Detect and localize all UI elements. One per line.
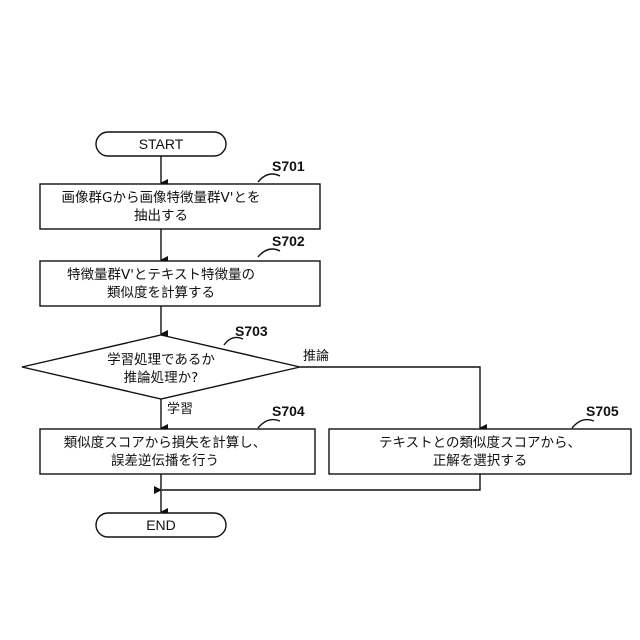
s705-text-line1: テキストとの類似度スコアから、 bbox=[379, 435, 581, 451]
s701-text-line1: 画像群Gから画像特徴量群V'とを bbox=[62, 190, 261, 206]
leader-s703 bbox=[224, 337, 243, 345]
branch-label-learn: 学習 bbox=[167, 401, 193, 417]
leader-s702 bbox=[258, 249, 280, 257]
s701-text-line2: 抽出する bbox=[134, 208, 188, 224]
end-label: END bbox=[146, 517, 176, 533]
s704-text-line2: 誤差逆伝播を行う bbox=[111, 453, 219, 469]
s702-text-line2: 類似度を計算する bbox=[107, 285, 215, 301]
leader-s704 bbox=[258, 420, 280, 428]
connector-s705-merge bbox=[162, 474, 480, 490]
s702-text-line1: 特徴量群V'とテキスト特徴量の bbox=[67, 267, 255, 283]
s704-text-line1: 類似度スコアから損失を計算し、 bbox=[64, 435, 267, 451]
step-id-s705: S705 bbox=[586, 403, 619, 419]
step-id-s701: S701 bbox=[272, 158, 305, 174]
connector-s703-s705 bbox=[300, 367, 480, 428]
branch-label-infer: 推論 bbox=[303, 348, 329, 364]
s703-text-line2: 推論処理か? bbox=[124, 370, 199, 386]
s703-text-line1: 学習処理であるか bbox=[107, 352, 215, 368]
leader-s701 bbox=[258, 174, 280, 182]
s705-text-line2: 正解を選択する bbox=[433, 453, 528, 469]
leader-s705 bbox=[572, 420, 594, 428]
step-id-s702: S702 bbox=[272, 233, 305, 249]
step-id-s704: S704 bbox=[272, 403, 305, 419]
start-label: START bbox=[139, 136, 184, 152]
step-id-s703: S703 bbox=[235, 323, 268, 339]
